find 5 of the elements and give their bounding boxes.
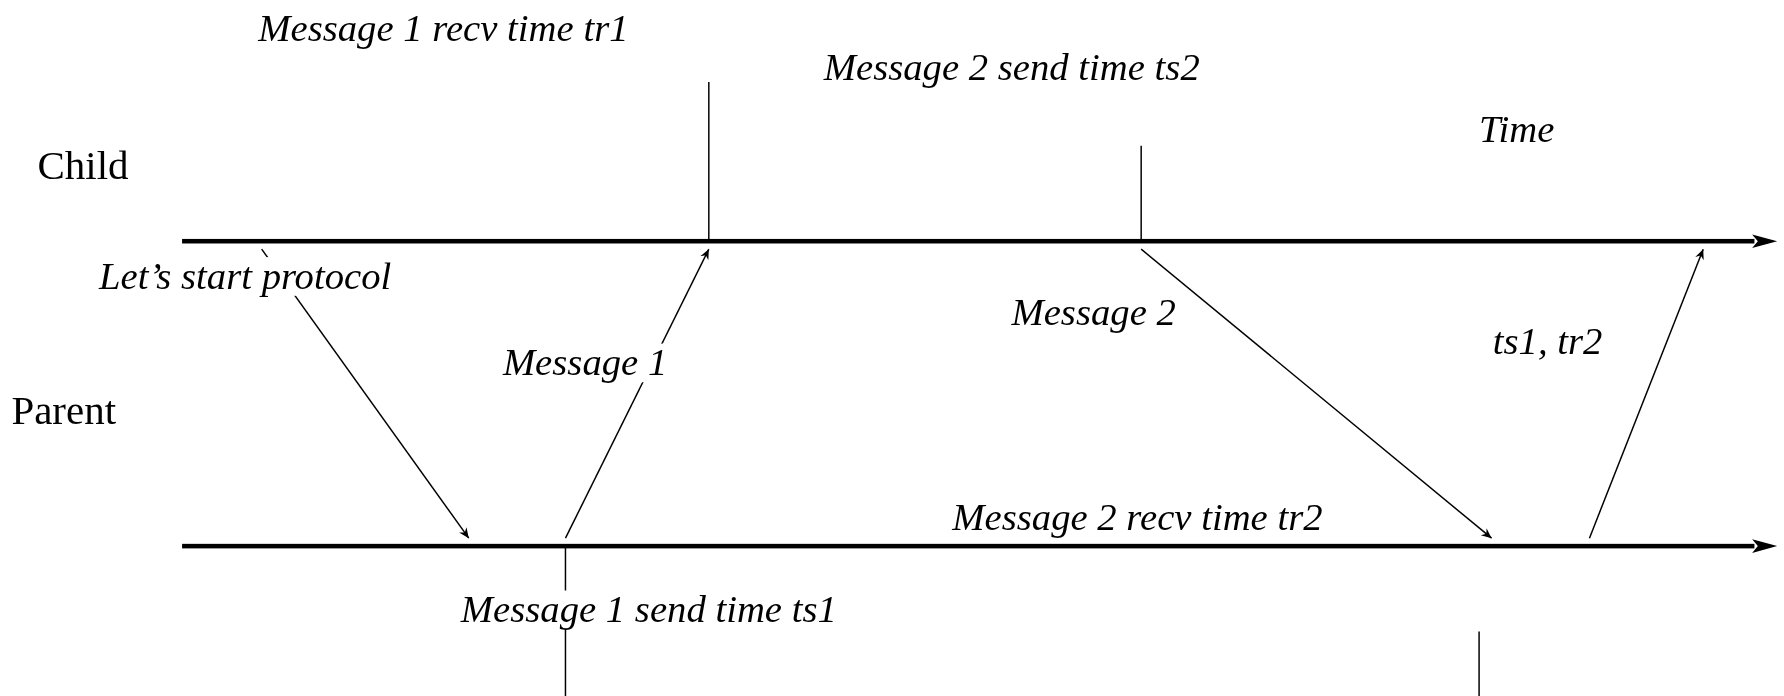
lifeline-label: Parent [11,390,116,432]
message-arrow [1140,248,1493,539]
message-arrow [1588,248,1704,539]
edge-label: Let’s start protocol [96,257,394,296]
lifeline-label: Child [37,144,129,186]
